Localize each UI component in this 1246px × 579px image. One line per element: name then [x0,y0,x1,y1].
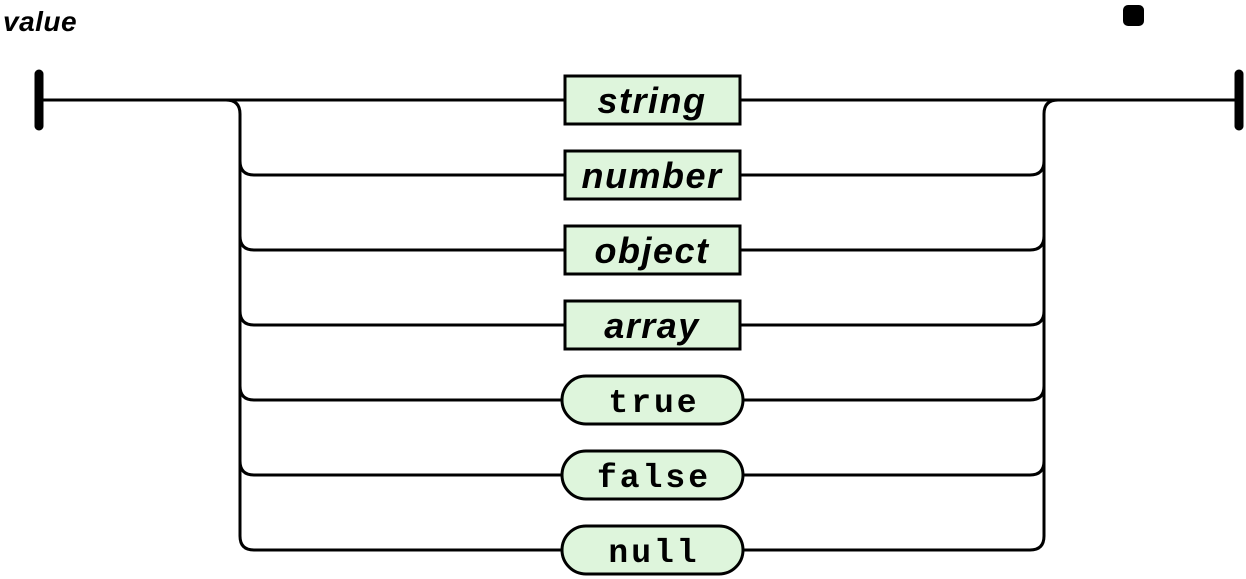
node-number-box [563,149,742,201]
rail-left-row-array [238,310,566,327]
rail-right-row-number [739,160,1046,177]
node-null-pill [560,524,745,576]
rail-right-row-object [739,235,1046,252]
node-true-label: true [608,385,699,422]
node-object-label: object [594,230,710,271]
rail-left-row-object [238,235,566,252]
node-true-pill [560,374,745,426]
rail-left-trunk [225,98,563,552]
node-null-label: null [608,535,699,572]
rail-right-trunk [742,98,1059,552]
rail-left-row-false [238,460,563,477]
rail-right-row-array [739,310,1046,327]
node-false-label: false [597,460,711,497]
rail-right-row-true [742,385,1046,402]
node-string: string [563,74,742,126]
node-object-box [563,224,742,276]
node-false: false [560,449,745,501]
node-array-label: array [604,305,700,346]
node-array: array [563,299,742,351]
diagram-title: value [3,6,78,37]
node-number-label: number [581,155,723,196]
node-null: null [560,524,745,576]
rail-left-row-number [238,160,566,177]
rail-left-row-true [238,385,563,402]
node-object: object [563,224,742,276]
node-string-label: string [597,80,706,121]
node-string-box [563,74,742,126]
corner-square-mark [1123,5,1144,26]
node-true: true [560,374,745,426]
node-number: number [563,149,742,201]
rail-right-row-false [742,460,1046,477]
node-false-pill [560,449,745,501]
node-array-box [563,299,742,351]
